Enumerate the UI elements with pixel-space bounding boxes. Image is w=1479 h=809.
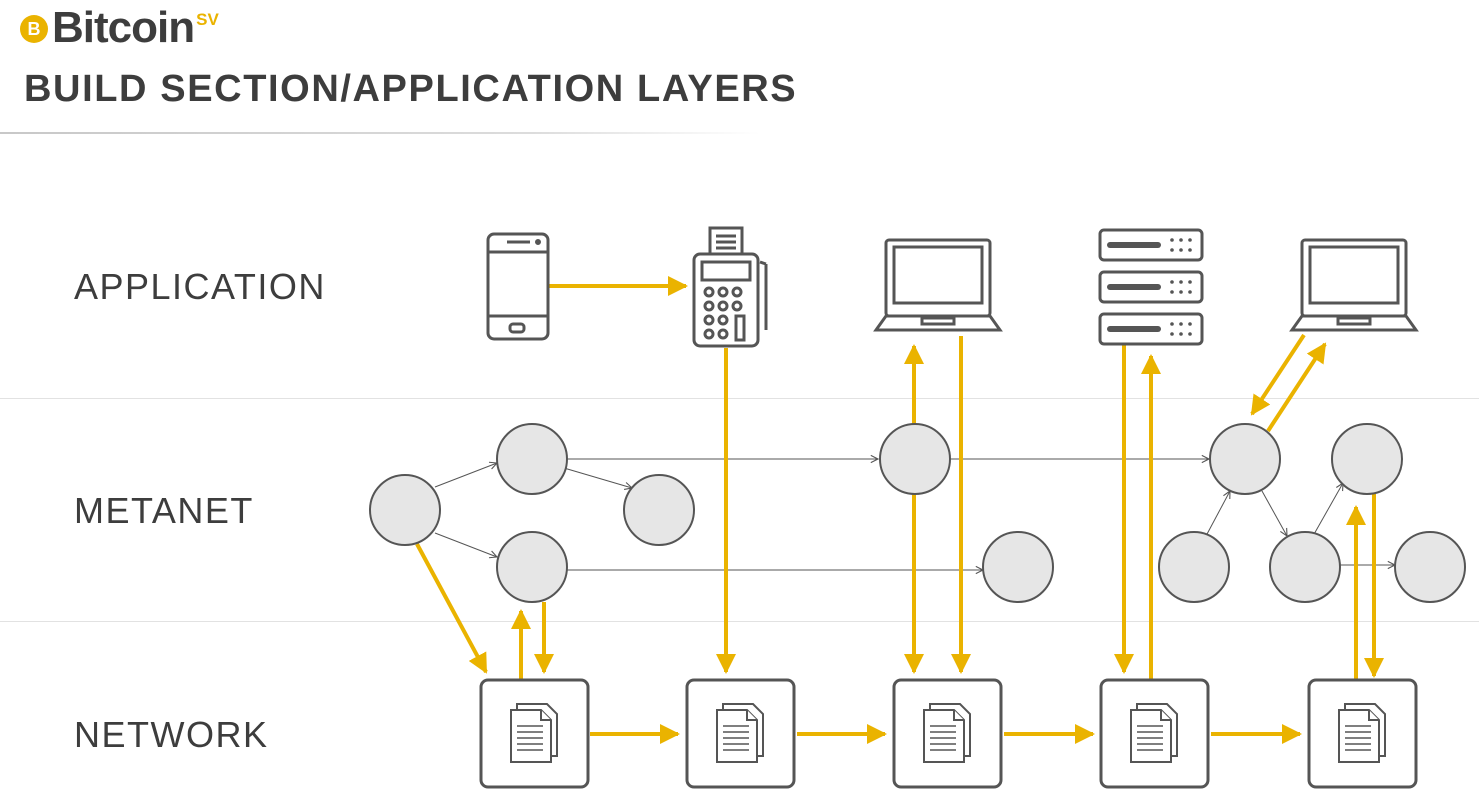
layer-label-metanet: METANET <box>74 490 254 531</box>
document-icon <box>510 703 558 763</box>
logo-wordmark: Bitcoin <box>52 3 195 52</box>
metanet-edge <box>563 467 632 488</box>
laptop-icon <box>1289 238 1419 332</box>
metanet-edge <box>1261 490 1287 536</box>
metanet-node <box>1209 423 1281 495</box>
metanet-node <box>1269 531 1341 603</box>
metanet-edge <box>434 532 497 557</box>
metanet-node <box>1158 531 1230 603</box>
document-icon <box>923 703 971 763</box>
metanet-node <box>1394 531 1466 603</box>
arrow-laptop-to-node <box>1250 333 1306 416</box>
metanet-node <box>623 474 695 546</box>
network-block <box>1099 678 1210 789</box>
document-icon <box>716 703 764 763</box>
gold-arrows <box>415 276 1384 744</box>
metanet-node <box>1331 423 1403 495</box>
bitcoin-sv-logo: B Bitcoin SV <box>20 4 219 52</box>
metanet-edge <box>1312 483 1343 537</box>
metanet-node <box>982 531 1054 603</box>
metanet-nodes <box>369 423 1466 603</box>
pos-terminal-icon <box>692 226 768 348</box>
document-icon <box>1130 703 1178 763</box>
layer-divider-application-metanet <box>0 398 1479 399</box>
network-block <box>479 678 590 789</box>
metanet-node <box>369 474 441 546</box>
page-title: BUILD SECTION/APPLICATION LAYERS <box>24 68 798 110</box>
metanet-node <box>496 423 568 495</box>
logo-suffix: SV <box>196 10 219 29</box>
metanet-edges <box>434 459 1395 570</box>
bitcoin-coin-icon: B <box>20 15 48 43</box>
metanet-node <box>496 531 568 603</box>
server-rack-icon <box>1098 228 1204 346</box>
network-block <box>892 678 1003 789</box>
title-divider <box>0 132 760 134</box>
document-icon <box>1338 703 1386 763</box>
network-blocks <box>479 678 1418 789</box>
layer-divider-metanet-network <box>0 621 1479 622</box>
arrow-root-to-network <box>415 543 488 674</box>
metanet-edge <box>434 463 497 488</box>
metanet-node <box>879 423 951 495</box>
network-block <box>685 678 796 789</box>
smartphone-icon <box>486 232 550 341</box>
metanet-edge <box>1205 491 1230 537</box>
network-block <box>1307 678 1418 789</box>
layer-label-application: APPLICATION <box>74 266 326 307</box>
laptop-icon <box>873 238 1003 332</box>
arrow-node-to-laptop2 <box>1266 342 1327 433</box>
layer-label-network: NETWORK <box>74 714 269 755</box>
